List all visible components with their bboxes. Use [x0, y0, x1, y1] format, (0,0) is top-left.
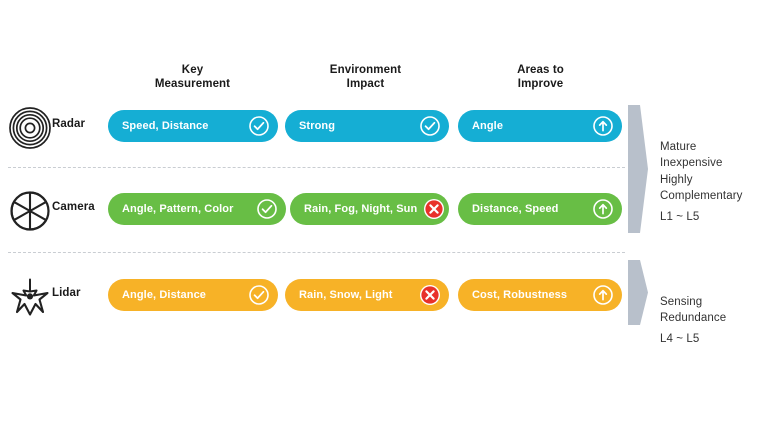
lidar-burst-icon	[6, 272, 54, 322]
cell-text: Angle, Pattern, Color	[122, 203, 234, 215]
note-lidar: Sensing Redundance L4 ~ L5	[660, 277, 765, 364]
cell-lidar-environment-impact[interactable]: Rain, Snow, Light	[285, 279, 449, 311]
note-text: Sensing Redundance	[660, 295, 727, 325]
arrow-up-icon	[592, 198, 614, 220]
cell-radar-areas-to-improve[interactable]: Angle	[458, 110, 622, 142]
cell-camera-environment-impact[interactable]: Rain, Fog, Night, Sun	[290, 193, 449, 225]
arrow-up-icon	[592, 115, 614, 137]
cell-camera-key-measurement[interactable]: Angle, Pattern, Color	[108, 193, 286, 225]
column-header-environment-impact: Environment Impact	[329, 64, 402, 90]
note-text: Mature Inexpensive Highly Complementary	[660, 140, 743, 203]
cell-radar-key-measurement[interactable]: Speed, Distance	[108, 110, 278, 142]
cell-lidar-areas-to-improve[interactable]: Cost, Robustness	[458, 279, 622, 311]
row-separator	[8, 167, 625, 168]
cell-text: Speed, Distance	[122, 120, 209, 132]
callout-arrow-icon	[628, 105, 650, 233]
cell-text: Angle, Distance	[122, 289, 207, 301]
radar-waves-icon	[6, 103, 54, 153]
note-level: L4 ~ L5	[660, 332, 700, 345]
cell-camera-areas-to-improve[interactable]: Distance, Speed	[458, 193, 622, 225]
cell-text: Distance, Speed	[472, 203, 559, 215]
camera-aperture-icon	[6, 186, 54, 236]
cell-text: Strong	[299, 120, 336, 132]
check-icon	[248, 115, 270, 137]
cross-icon	[419, 284, 441, 306]
row-lidar: Lidar Angle, Distance Rain, Snow, Light …	[0, 270, 768, 326]
arrow-up-icon	[592, 284, 614, 306]
note-level: L1 ~ L5	[660, 210, 700, 223]
cell-lidar-key-measurement[interactable]: Angle, Distance	[108, 279, 278, 311]
callout-arrow-icon	[628, 260, 650, 325]
cell-radar-environment-impact[interactable]: Strong	[285, 110, 449, 142]
sensor-label-lidar: Lidar	[52, 287, 81, 299]
check-icon	[419, 115, 441, 137]
sensor-label-camera: Camera	[52, 201, 95, 213]
row-radar: Radar Speed, Distance Strong Angle	[0, 101, 768, 157]
note-radar-camera: Mature Inexpensive Highly Complementary …	[660, 122, 765, 242]
column-header-areas-to-improve: Areas to Improve	[517, 64, 564, 90]
sensor-label-radar: Radar	[52, 118, 86, 130]
cell-text: Rain, Snow, Light	[299, 289, 393, 301]
cell-text: Cost, Robustness	[472, 289, 568, 301]
cell-text: Angle	[472, 120, 504, 132]
check-icon	[256, 198, 278, 220]
cross-icon	[423, 198, 445, 220]
check-icon	[248, 284, 270, 306]
column-header-key-measurement: Key Measurement	[154, 64, 231, 90]
row-camera: Camera Angle, Pattern, Color Rain, Fog, …	[0, 184, 768, 240]
row-separator	[8, 252, 625, 253]
cell-text: Rain, Fog, Night, Sun	[304, 203, 418, 215]
